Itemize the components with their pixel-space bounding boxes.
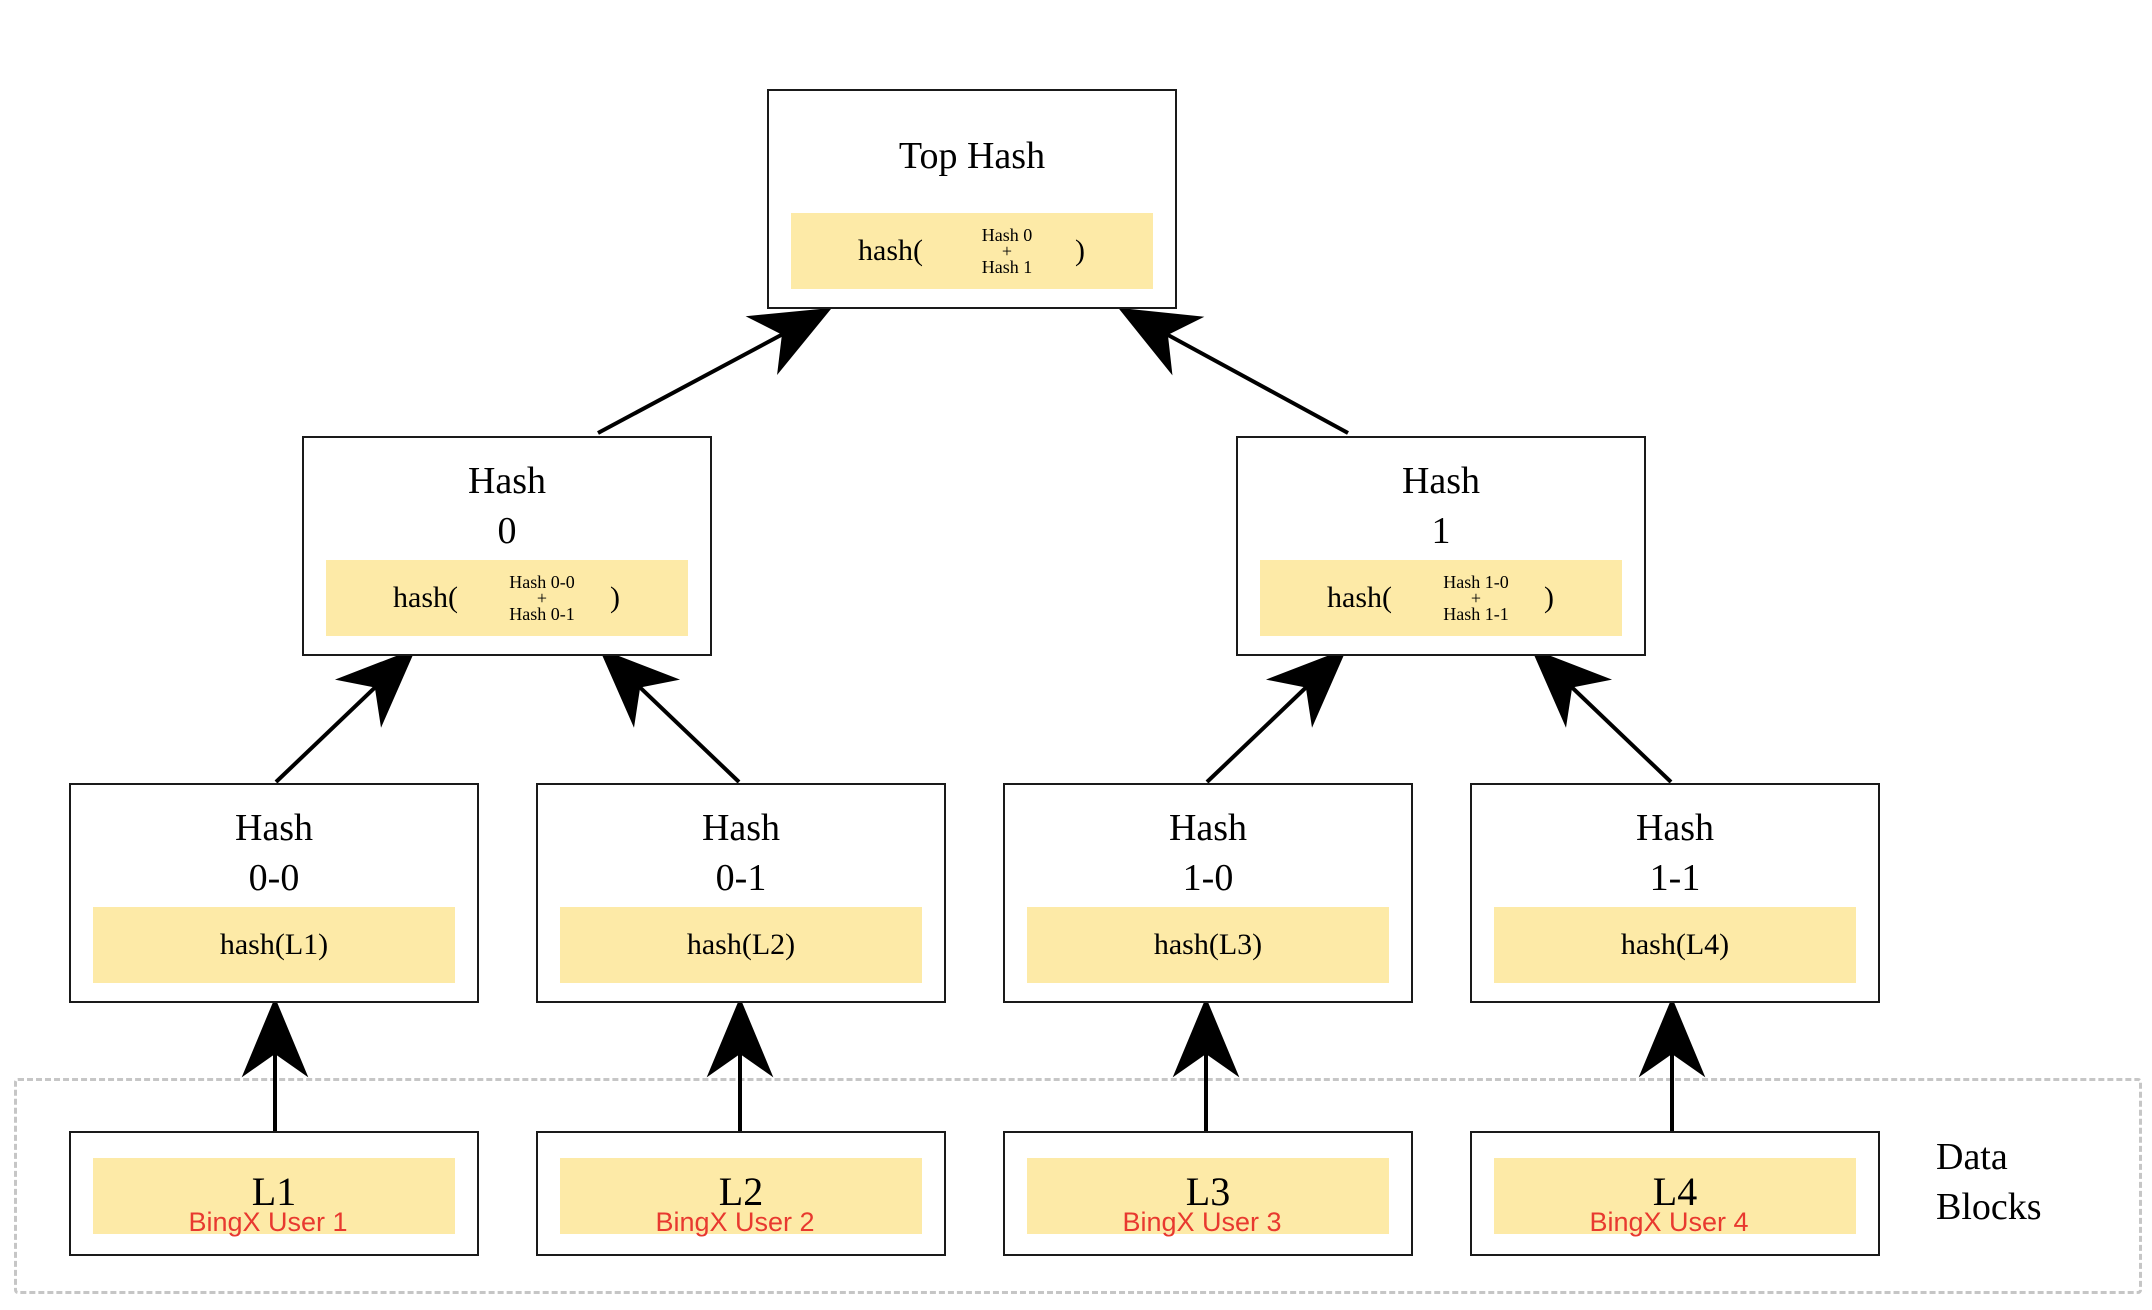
node-title-line2: 1-0 — [1182, 857, 1234, 899]
arrow-hash1-to-top — [1118, 307, 1349, 435]
leaf-data-box: L4 BingX User 4 — [1494, 1158, 1856, 1236]
hash-0-0-node: Hash 0-0 hash(L1) — [69, 783, 479, 1003]
hash-function-box: hash( Hash 0-0 + Hash 0-1 ) — [326, 560, 688, 636]
hash-1-0-node: Hash 1-0 hash(L3) — [1003, 783, 1413, 1003]
hash-function-text: hash(L2) — [686, 928, 796, 961]
hash-close-paren: ) — [1075, 234, 1085, 267]
hash-function-box: hash(L3) — [1027, 907, 1389, 983]
node-title-line2: 0 — [497, 510, 517, 552]
node-title-line1: Hash — [467, 460, 547, 502]
leaf-user-label: BingX User 2 — [655, 1207, 815, 1237]
arrow-hash00-to-hash0 — [274, 648, 416, 784]
hash-0-node: Hash 0 hash( Hash 0-0 + Hash 0-1 ) — [302, 436, 712, 656]
hash-function-text: hash(L1) — [219, 928, 329, 961]
node-title-line2: 1 — [1431, 510, 1451, 552]
leaf-user-label: BingX User 1 — [188, 1207, 348, 1237]
hash-input-a: Hash 0-0 — [509, 572, 575, 592]
hash-inputs-stack: Hash 0 + Hash 1 — [977, 213, 1037, 289]
leaf-l3-node: L3 BingX User 3 — [1003, 1131, 1413, 1256]
top-hash-title: Top Hash — [898, 135, 1046, 177]
leaf-data-box: L3 BingX User 3 — [1027, 1158, 1389, 1236]
hash-function-box: hash(L1) — [93, 907, 455, 983]
hash-input-a: Hash 1-0 — [1443, 572, 1509, 592]
hash-1-node: Hash 1 hash( Hash 1-0 + Hash 1-1 ) — [1236, 436, 1646, 656]
node-title-line1: Hash — [701, 807, 781, 849]
leaf-label: L4 — [1652, 1169, 1698, 1214]
node-title-line2: 0-0 — [248, 857, 300, 899]
hash-func-label: hash( — [858, 234, 923, 267]
leaf-label: L2 — [718, 1169, 764, 1214]
node-title-line1: Hash — [1168, 807, 1248, 849]
hash-func-label: hash( — [1327, 581, 1392, 614]
top-hash-node: Top Hash hash( Hash 0 + Hash 1 ) — [767, 89, 1177, 309]
leaf-l2-node: L2 BingX User 2 — [536, 1131, 946, 1256]
hash-close-paren: ) — [1544, 581, 1554, 614]
hash-function-box: hash(L4) — [1494, 907, 1856, 983]
plus-sign: + — [1001, 241, 1013, 261]
arrow-hash10-to-hash1 — [1205, 648, 1347, 784]
leaf-label: L3 — [1185, 1169, 1231, 1214]
leaf-user-label: BingX User 4 — [1589, 1207, 1749, 1237]
node-title-line1: Hash — [1401, 460, 1481, 502]
node-title-line1: Hash — [234, 807, 314, 849]
hash-function-box: hash(L2) — [560, 907, 922, 983]
data-blocks-label: Data Blocks — [1936, 1136, 2042, 1228]
arrow-hash11-to-hash1 — [1531, 648, 1673, 784]
top-hash-function-box: hash( Hash 0 + Hash 1 ) — [791, 213, 1153, 289]
hash-function-box: hash( Hash 1-0 + Hash 1-1 ) — [1260, 560, 1622, 636]
leaf-l1-node: L1 BingX User 1 — [69, 1131, 479, 1256]
hash-close-paren: ) — [610, 581, 620, 614]
hash-input-b: Hash 0-1 — [509, 604, 575, 624]
hash-func-label: hash( — [393, 581, 458, 614]
leaf-label: L1 — [251, 1169, 297, 1214]
hash-1-1-node: Hash 1-1 hash(L4) — [1470, 783, 1880, 1003]
arrow-hash0-to-top — [597, 307, 832, 435]
hash-input-b: Hash 1 — [981, 257, 1033, 277]
node-title-line2: 0-1 — [715, 857, 767, 899]
leaf-data-box: L2 BingX User 2 — [560, 1158, 922, 1236]
hash-0-1-node: Hash 0-1 hash(L2) — [536, 783, 946, 1003]
hash-input-b: Hash 1-1 — [1443, 604, 1509, 624]
hash-inputs-stack: Hash 0-0 + Hash 0-1 — [502, 560, 582, 636]
hash-inputs-stack: Hash 1-0 + Hash 1-1 — [1436, 560, 1516, 636]
hash-input-a: Hash 0 — [981, 225, 1033, 245]
leaf-data-box: L1 BingX User 1 — [93, 1158, 455, 1236]
data-blocks-region — [14, 1078, 2142, 1294]
hash-function-text: hash(L4) — [1620, 928, 1730, 961]
plus-sign: + — [536, 588, 548, 608]
plus-sign: + — [1470, 588, 1482, 608]
node-title-line2: 1-1 — [1649, 857, 1701, 899]
leaf-l4-node: L4 BingX User 4 — [1470, 1131, 1880, 1256]
leaf-user-label: BingX User 3 — [1122, 1207, 1282, 1237]
hash-function-text: hash(L3) — [1153, 928, 1263, 961]
arrow-hash01-to-hash0 — [599, 648, 741, 784]
node-title-line1: Hash — [1635, 807, 1715, 849]
